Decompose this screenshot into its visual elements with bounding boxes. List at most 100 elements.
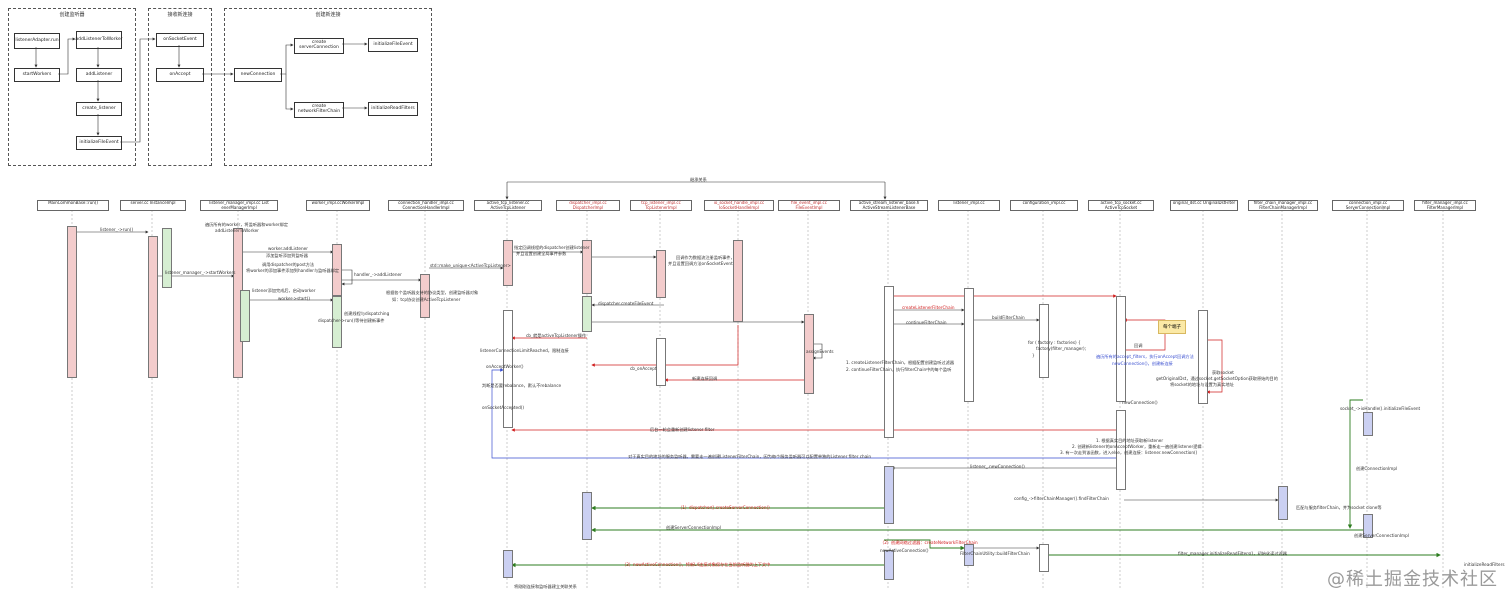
- message-label: 匹配与服务filterChain，并为socket clone等: [1296, 505, 1382, 510]
- message-label: addListenerToWorker: [215, 228, 259, 233]
- group-create-connection: 创建新连接: [224, 8, 432, 166]
- message-label: dispatcher->run()等待创建新事件: [318, 318, 385, 323]
- message-label: （1）dispatcher().createServerConnection(): [678, 505, 770, 510]
- activation-bar: [964, 288, 974, 402]
- participant: dispatcher_impl.cc DispatcherImpl: [556, 200, 620, 211]
- group-create-listener: 创建监听器: [8, 8, 136, 166]
- participant: original_dst.cc OriginalDstFilter: [1170, 200, 1238, 211]
- message-label: handler_->addListener: [354, 272, 402, 277]
- message-label: listener_.newConnection(): [970, 464, 1025, 469]
- participant: connection_impl.cc ServerConnectionImpl …: [1332, 200, 1404, 211]
- message-label: cb_就是activeTcpListener操作: [526, 333, 587, 338]
- participant: connection_handler_impl.cc ConnectionHan…: [388, 200, 464, 211]
- activation-bar: [884, 550, 894, 580]
- watermark: @稀土掘金技术社区: [1327, 569, 1498, 590]
- group-accept-connection: 接收新连接: [148, 8, 212, 166]
- message-label: worker->start(): [278, 296, 311, 301]
- message-label: FilterChainUtility::buildFilterChain: [960, 551, 1030, 556]
- participant: filter_chain_manager_impl.cc FilterChain…: [1248, 200, 1318, 211]
- participant: active_tcp_socket.cc ActiveTcpSocket: [1088, 200, 1154, 211]
- flow-box: initializeFileEvent: [76, 136, 122, 150]
- message-label: newConnection(): [1122, 400, 1158, 405]
- message-label: 将刚刚连接和监听器建立关联关系: [514, 584, 577, 589]
- message-label: }: [1032, 353, 1035, 358]
- group-title: 创建新连接: [315, 12, 341, 18]
- activation-bar: [67, 226, 77, 378]
- message-label: 1. 根据真实目的地址获取新listener: [1096, 438, 1164, 443]
- activation-bar: [582, 296, 592, 332]
- activation-bar: [1198, 310, 1208, 404]
- message-label: 遍历所有的accept_filters，执行onAccept回调方法: [1096, 354, 1194, 359]
- message-label: listener_manager_->startWorkers: [165, 270, 236, 275]
- activation-bar: [503, 240, 513, 286]
- activation-bar: [1363, 514, 1373, 538]
- message-label: 创建线程与dispatching: [344, 311, 390, 316]
- message-label: listener_->run(): [100, 227, 134, 232]
- activation-bar: [1116, 410, 1126, 490]
- message-label: 指定回调线程的dispatcher创建listener: [514, 245, 590, 250]
- participant: tcp_listener_impl.cc TcpListenerImpl: [630, 200, 692, 211]
- flow-box: onSocketEvent: [156, 33, 204, 47]
- participant: io_socket_handle_impl.cc IoSocketHandleI…: [704, 200, 774, 211]
- activation-bar: [503, 310, 513, 428]
- flow-box: listenerAdapter.run: [14, 33, 60, 49]
- message-label: filter_manager.initializeReadFilters()，初…: [1178, 551, 1287, 556]
- activation-bar: [240, 290, 250, 342]
- message-label: 遍历所有的worker，将监听器和worker绑定: [205, 222, 289, 227]
- activation-bar: [884, 466, 894, 524]
- message-label: listenerConnectionLimitReached，限制连接: [480, 348, 569, 353]
- message-label: 1. createListenerFilterChain，根据配置创建监听过滤器: [846, 360, 955, 365]
- message-label: 将worker的添加事件添加到handler与监听器绑定: [246, 268, 340, 273]
- message-label: 2. 创建新listener的onAcceptWorker，重新走一遍创建lis…: [1072, 444, 1202, 449]
- participant: listener_impl.cc: [938, 200, 1000, 211]
- message-label: socket_->ioHandle().initializeFileEvent: [1340, 406, 1421, 411]
- message-label: factory(filter_manager);: [1036, 346, 1087, 351]
- message-label: 创建ServerConnectionImpl: [1354, 533, 1409, 538]
- note-box: 每个端子: [1158, 320, 1186, 334]
- activation-bar: [582, 492, 592, 540]
- flow-box: create networkFilterChain: [294, 102, 344, 118]
- message-label: 新建连接回调: [692, 376, 718, 381]
- participant: server.cc InstanceImpl: [120, 200, 186, 211]
- participant: listener_manager_impl.cc List enerManage…: [200, 200, 278, 211]
- message-label: onAcceptWorker(): [486, 364, 524, 369]
- message-label: 回调作为数据流注册监听事件，: [676, 255, 735, 260]
- message-label: 创建ConnectionImpl: [1356, 466, 1398, 471]
- message-label: assignEvents: [806, 349, 834, 354]
- participant: active_tcp_listener.cc ActiveTcpListener: [474, 200, 542, 211]
- group-title: 创建监听器: [59, 12, 85, 18]
- message-label: 调用dispatcher的post方法: [262, 262, 315, 267]
- participant: configuration_impl.cc: [1010, 200, 1078, 211]
- activation-bar: [420, 274, 430, 318]
- flow-box: addListenerToWorker: [75, 31, 123, 49]
- activation-bar: [332, 296, 342, 348]
- message-label: 判断是否要rebalance，默认不rebalance: [482, 383, 562, 388]
- participant: file_event_impl.cc FileEventImpl: [778, 200, 840, 211]
- flow-box: initializeFileEvent: [368, 38, 418, 52]
- message-label: newConnection()，创建新连接: [1112, 361, 1173, 366]
- inheritance-label: 继承关系: [690, 177, 707, 182]
- message-label: 获取socket: [1212, 370, 1234, 375]
- message-label: （2）创建网络过滤器：createNetworkFilterChain: [880, 540, 978, 545]
- activation-bar: [503, 550, 513, 578]
- message-label: listener添加完成后，启动worker: [252, 288, 316, 293]
- activation-bar: [582, 240, 592, 294]
- flow-box: create serverConnection: [294, 38, 344, 54]
- message-label: （3）newActiveConnection()，将新L4连接对象保存在当前监听…: [622, 562, 771, 567]
- participant: active_stream_listener_base.h ActiveStre…: [850, 200, 928, 211]
- message-label: onSocketAccepted(): [482, 405, 525, 410]
- message-label: std::make_unique<ActiveTcpListener>: [430, 263, 511, 268]
- activation-bar: [332, 244, 342, 296]
- activation-bar: [964, 544, 974, 566]
- activation-bar: [1116, 296, 1126, 402]
- message-label: buildFilterChain: [992, 315, 1025, 320]
- message-label: 并且设置创建全局事件参数: [516, 251, 567, 256]
- message-label: 对于真实目的地址的服务监听器，需要走一遍创建ListenerFilterChai…: [628, 454, 872, 459]
- message-label: for ( factory : factories) {: [1028, 340, 1081, 345]
- activation-bar: [1039, 544, 1049, 572]
- activation-bar: [804, 314, 814, 394]
- flow-box: initializeReadFilters: [368, 102, 418, 116]
- message-label: initializeReadFilters: [1464, 562, 1505, 567]
- flow-box: startWorkers: [14, 68, 60, 82]
